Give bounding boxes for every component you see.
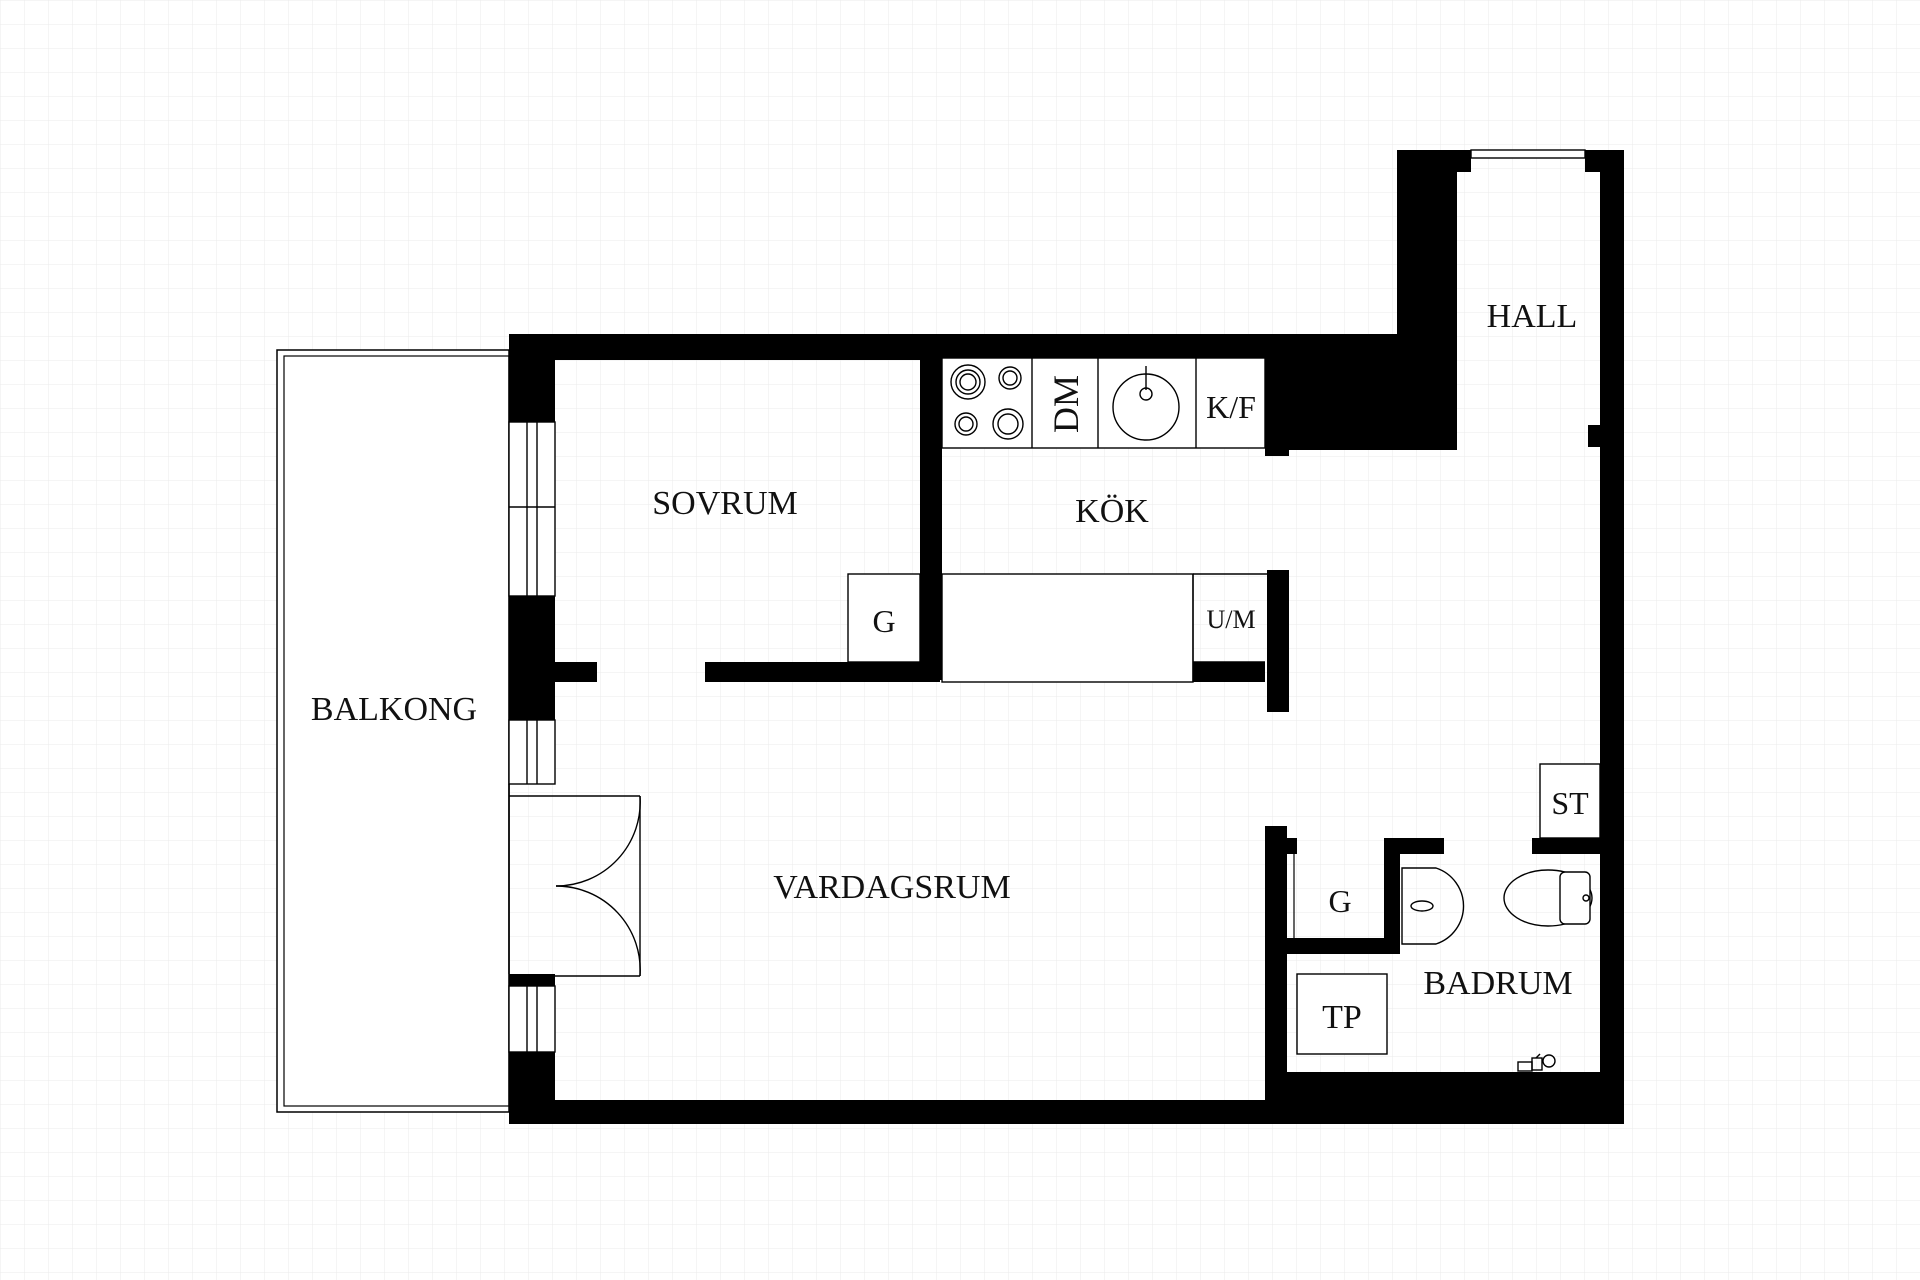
windows <box>508 149 1586 1053</box>
washer-dryer <box>1296 973 1388 1055</box>
balcony <box>276 349 510 1113</box>
room-label-badrum: BADRUM <box>1423 965 1572 1002</box>
oven-label: U/M <box>1206 605 1255 634</box>
room-label-vardagsrum: VARDAGSRUM <box>773 869 1010 906</box>
dishwasher-label: DM <box>1046 375 1086 433</box>
bedroom-wardrobe-label: G <box>872 603 895 639</box>
storage-cabinet <box>1539 763 1601 839</box>
balcony-door <box>508 784 641 977</box>
door-swing-icon <box>555 795 641 887</box>
fridge-label: K/F <box>1206 389 1256 425</box>
washer-dryer-label: TP <box>1322 999 1362 1036</box>
room-label-balkong: BALKONG <box>311 691 477 728</box>
sink-icon <box>1112 366 1180 441</box>
room-label-sovrum: SOVRUM <box>652 485 797 522</box>
storage-label: ST <box>1551 785 1589 821</box>
shower-icon <box>1517 1053 1556 1072</box>
hall-wardrobe-label: G <box>1328 883 1351 919</box>
room-label-kok: KÖK <box>1075 493 1149 530</box>
stove-icon <box>950 364 1024 440</box>
walls <box>509 150 1624 1124</box>
washbasin-icon <box>1401 867 1465 945</box>
kitchen-counter-lower <box>847 573 1267 683</box>
toilet-icon <box>1503 869 1593 927</box>
room-label-hall: HALL <box>1487 298 1578 335</box>
